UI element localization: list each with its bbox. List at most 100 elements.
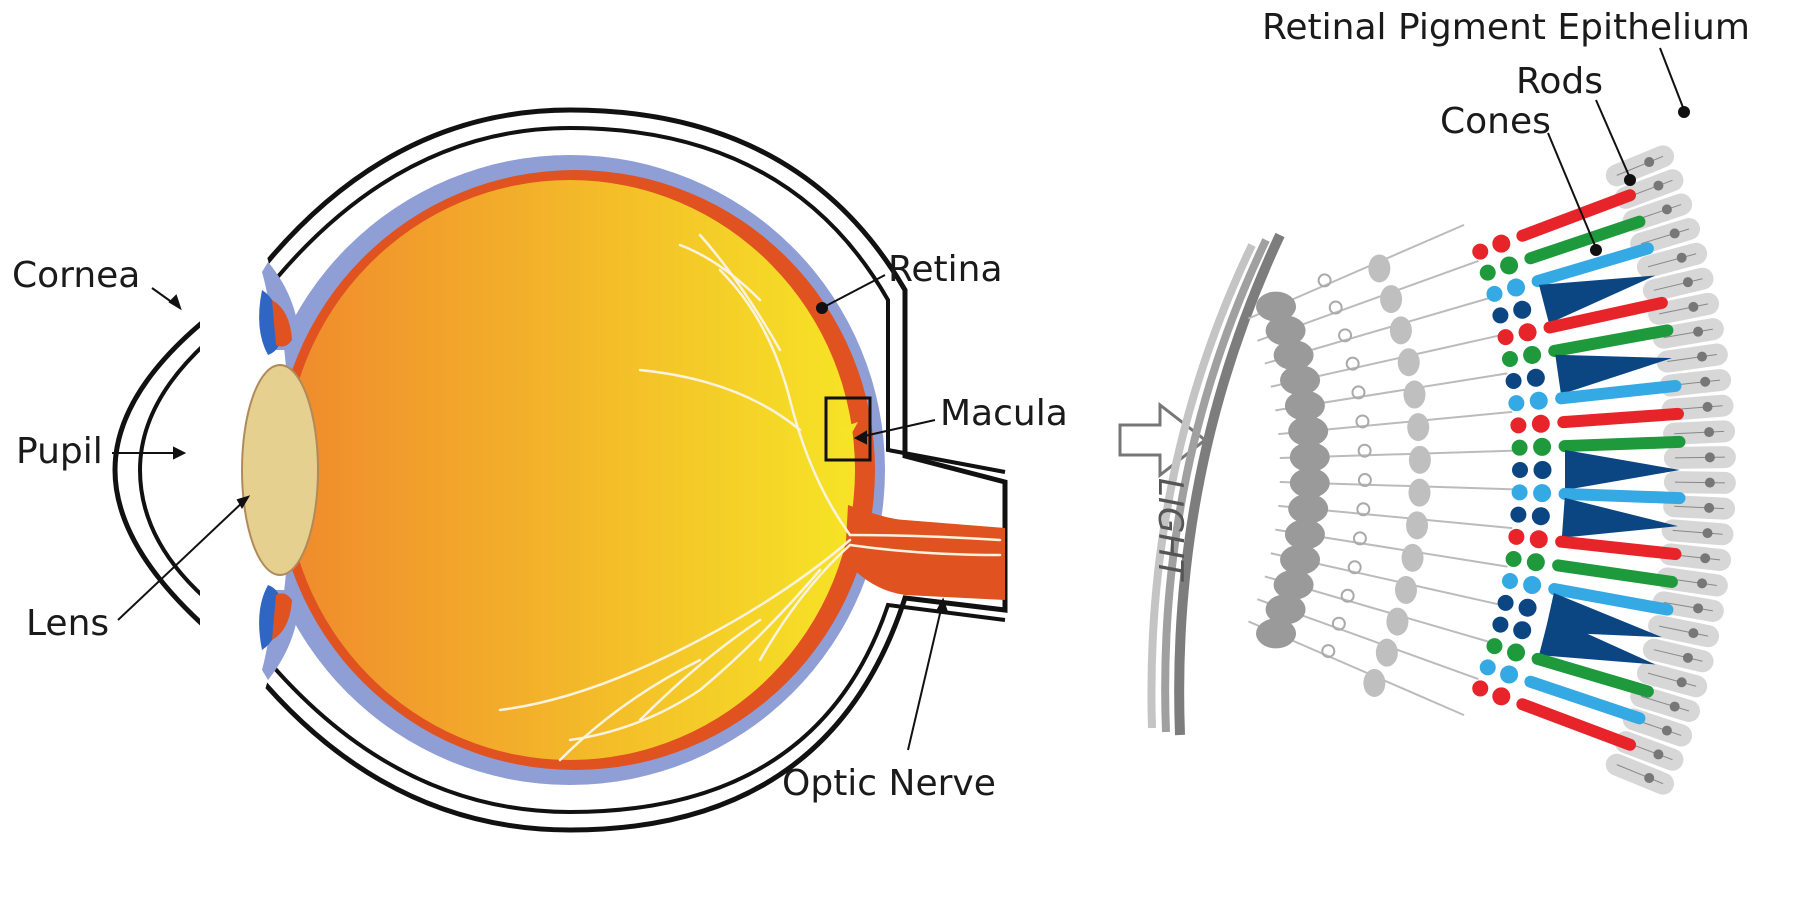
retinal-neurons bbox=[1249, 225, 1515, 715]
rpe-cell-nucleus bbox=[1688, 628, 1698, 638]
ganglion-cell bbox=[1288, 494, 1328, 524]
photoreceptor-synapse bbox=[1480, 659, 1496, 675]
photoreceptor-synapse bbox=[1498, 329, 1514, 345]
photoreceptor-nucleus bbox=[1513, 621, 1531, 639]
photoreceptor-synapse bbox=[1512, 462, 1528, 478]
label-macula: Macula bbox=[940, 396, 1068, 432]
rod-outer-segment bbox=[1554, 330, 1667, 351]
photoreceptor-synapse bbox=[1492, 307, 1508, 323]
cone-outer-segment bbox=[1562, 498, 1678, 538]
label-optic-nerve: Optic Nerve bbox=[782, 766, 996, 802]
photoreceptor-nucleus bbox=[1532, 507, 1550, 525]
rpe-cell-nucleus bbox=[1662, 726, 1672, 736]
label-pupil: Pupil bbox=[16, 434, 103, 470]
photoreceptor-nucleus bbox=[1530, 392, 1548, 410]
photoreceptor-nucleus bbox=[1533, 438, 1551, 456]
rpe-cell-nucleus bbox=[1683, 653, 1693, 663]
rpe-cell-nucleus bbox=[1693, 327, 1703, 337]
rpe-cell-nucleus bbox=[1703, 402, 1713, 412]
ganglion-cell bbox=[1290, 468, 1330, 498]
ganglion-cell bbox=[1290, 442, 1330, 472]
bipolar-cell bbox=[1398, 348, 1420, 376]
photoreceptor-nucleus bbox=[1523, 346, 1541, 364]
lens-shape bbox=[242, 365, 318, 575]
rpe-cell-nucleus bbox=[1670, 228, 1680, 238]
photoreceptor-nucleus bbox=[1507, 643, 1525, 661]
rpe-cell-nucleus bbox=[1644, 157, 1654, 167]
rpe-cell-nucleus bbox=[1693, 603, 1703, 613]
bipolar-cell bbox=[1402, 544, 1424, 572]
rod-outer-segment bbox=[1565, 494, 1680, 498]
rpe-cell-nucleus bbox=[1653, 181, 1663, 191]
photoreceptor-nucleus bbox=[1527, 369, 1545, 387]
ganglion-cell bbox=[1285, 519, 1325, 549]
photoreceptor-nucleus bbox=[1533, 484, 1551, 502]
label-rods: Rods bbox=[1516, 64, 1603, 100]
label-cones: Cones bbox=[1440, 104, 1551, 140]
ganglion-cell bbox=[1274, 340, 1314, 370]
rpe-cell-nucleus bbox=[1705, 452, 1715, 462]
photoreceptor-nucleus bbox=[1513, 301, 1531, 319]
rpe-cell-nucleus bbox=[1697, 578, 1707, 588]
photoreceptor-nucleus bbox=[1534, 461, 1552, 479]
rpe-cell-nucleus bbox=[1677, 677, 1687, 687]
photoreceptor-synapse bbox=[1508, 529, 1524, 545]
label-rpe: Retinal Pigment Epithelium bbox=[1262, 10, 1750, 46]
rpe-cell-nucleus bbox=[1704, 503, 1714, 513]
photoreceptors bbox=[1472, 195, 1680, 745]
rpe-cell-nucleus bbox=[1670, 702, 1680, 712]
label-retina: Retina bbox=[888, 252, 1003, 288]
bipolar-cell bbox=[1368, 254, 1390, 282]
photoreceptor-synapse bbox=[1512, 440, 1528, 456]
eye-cross-section bbox=[115, 110, 1005, 830]
rpe-cell-nucleus bbox=[1677, 253, 1687, 263]
rod-outer-segment bbox=[1558, 565, 1672, 582]
photoreceptor-nucleus bbox=[1492, 235, 1510, 253]
ganglion-cell bbox=[1280, 545, 1320, 575]
photoreceptor-synapse bbox=[1510, 507, 1526, 523]
rod-outer-segment bbox=[1561, 542, 1675, 554]
photoreceptor-synapse bbox=[1510, 417, 1526, 433]
bipolar-cell bbox=[1395, 576, 1417, 604]
retina-detail bbox=[1151, 156, 1724, 783]
rpe-cell-nucleus bbox=[1703, 528, 1713, 538]
label-lens: Lens bbox=[26, 606, 109, 642]
bipolar-cell bbox=[1363, 669, 1385, 697]
photoreceptor-synapse bbox=[1508, 395, 1524, 411]
rpe-cell-nucleus bbox=[1688, 302, 1698, 312]
photoreceptor-nucleus bbox=[1530, 530, 1548, 548]
label-light: LIGHT bbox=[1150, 478, 1190, 580]
photoreceptor-nucleus bbox=[1500, 256, 1518, 274]
photoreceptor-synapse bbox=[1506, 551, 1522, 567]
rod-outer-segment bbox=[1563, 414, 1678, 422]
vitreous-body bbox=[285, 180, 855, 760]
bipolar-cell bbox=[1376, 639, 1398, 667]
rpe-cell-nucleus bbox=[1704, 427, 1714, 437]
bipolar-cell bbox=[1406, 511, 1428, 539]
rpe-cell-nucleus bbox=[1705, 478, 1715, 488]
bipolar-cell bbox=[1407, 413, 1429, 441]
ganglion-cell bbox=[1288, 416, 1328, 446]
bipolar-cell bbox=[1403, 381, 1425, 409]
photoreceptor-synapse bbox=[1480, 265, 1496, 281]
label-cornea: Cornea bbox=[12, 258, 140, 294]
photoreceptor-nucleus bbox=[1507, 279, 1525, 297]
rpe-cell-nucleus bbox=[1700, 377, 1710, 387]
photoreceptor-synapse bbox=[1502, 573, 1518, 589]
photoreceptor-synapse bbox=[1498, 595, 1514, 611]
photoreceptor-nucleus bbox=[1532, 415, 1550, 433]
cone-outer-segment bbox=[1565, 450, 1680, 490]
rpe-cell-nucleus bbox=[1662, 204, 1672, 214]
photoreceptor-nucleus bbox=[1527, 553, 1545, 571]
photoreceptor-synapse bbox=[1492, 617, 1508, 633]
rpe-cell-nucleus bbox=[1697, 352, 1707, 362]
ganglion-cell bbox=[1285, 391, 1325, 421]
rpe-cell-nucleus bbox=[1700, 553, 1710, 563]
rod-outer-segment bbox=[1565, 442, 1680, 446]
ganglion-cell bbox=[1256, 618, 1296, 648]
photoreceptor-nucleus bbox=[1523, 576, 1541, 594]
ganglion-cell bbox=[1280, 365, 1320, 395]
photoreceptor-synapse bbox=[1472, 244, 1488, 260]
rpe-cell-nucleus bbox=[1644, 773, 1654, 783]
